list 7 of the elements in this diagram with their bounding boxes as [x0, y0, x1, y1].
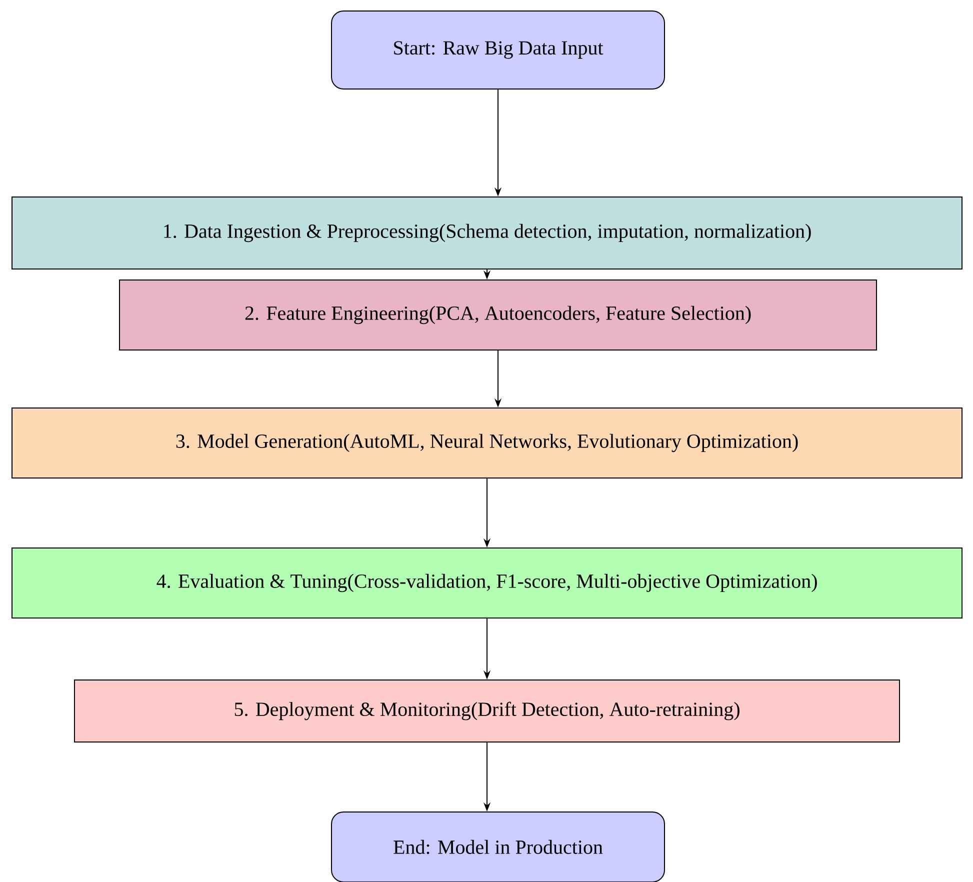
process-box: 1. Data Ingestion & Preprocessing(Schema detection, imputation, normalization) [12, 196, 962, 270]
process-box: 4. Evaluation & Tuning(Cross-validation, F1-score, Multi-objective Optimization) [12, 547, 962, 618]
terminal-box: Start: Raw Big Data Input [331, 10, 665, 90]
process-box: 3. Model Generation(AutoML, Neural Networks, Evolutionary Optimization) [12, 407, 962, 478]
process-box: 5. Deployment & Monitoring(Drift Detection, Auto-retraining) [74, 679, 900, 742]
process-box: 2. Feature Engineering(PCA, Autoencoders, Feature Selection) [119, 279, 877, 350]
terminal-box: End: Model in Production [331, 811, 665, 882]
